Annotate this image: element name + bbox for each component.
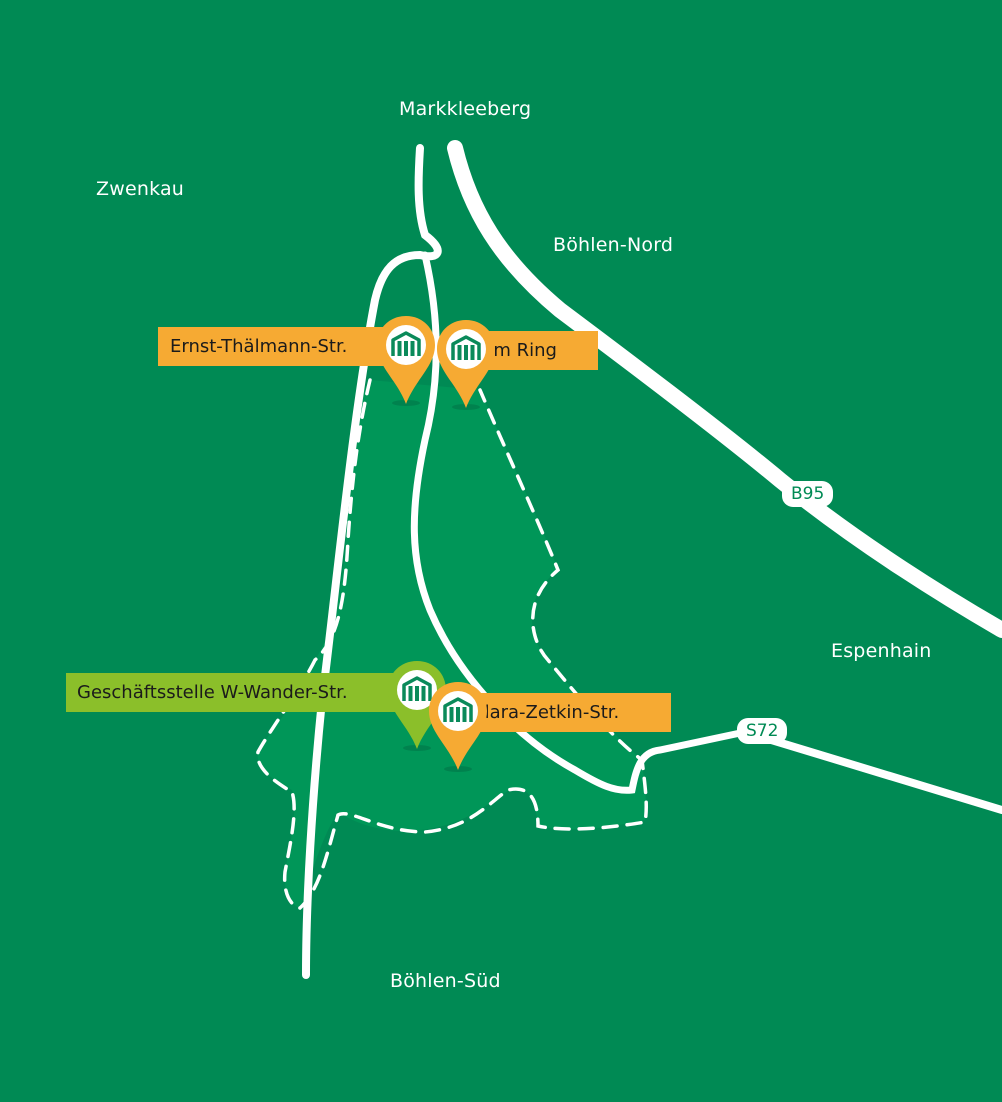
road-s72 bbox=[741, 728, 1002, 814]
town-label-boehlen-sued: Böhlen-Süd bbox=[390, 970, 501, 992]
location-pin-am-ring[interactable] bbox=[435, 318, 497, 410]
district-area bbox=[257, 380, 647, 908]
road-b95 bbox=[447, 140, 1002, 638]
town-label-zwenkau: Zwenkau bbox=[96, 178, 185, 200]
road-badge-b95: B95 bbox=[782, 481, 834, 507]
building-icon bbox=[451, 335, 481, 360]
building-icon bbox=[402, 676, 432, 701]
town-label-markkleeberg: Markkleeberg bbox=[399, 98, 532, 120]
location-pin-geschaeftsstelle[interactable] bbox=[386, 659, 448, 751]
location-label-geschaeftsstelle[interactable]: Geschäftsstelle W-Wander-Str. bbox=[66, 673, 397, 712]
location-pin-clara-zetkin[interactable] bbox=[427, 680, 489, 772]
building-icon bbox=[391, 331, 421, 356]
building-icon bbox=[443, 697, 473, 722]
town-label-espenhain: Espenhain bbox=[831, 640, 932, 662]
location-label-clara-zetkin[interactable]: Clara-Zetkin-Str. bbox=[460, 693, 671, 732]
town-label-boehlen-nord: Böhlen-Nord bbox=[553, 234, 674, 256]
location-pin-ernst-thaelmann[interactable] bbox=[375, 314, 437, 406]
road-badge-s72: S72 bbox=[737, 718, 788, 744]
location-label-ernst-thaelmann[interactable]: Ernst-Thälmann-Str. bbox=[158, 327, 390, 366]
district-boundary bbox=[256, 378, 648, 910]
road-center bbox=[410, 251, 749, 794]
